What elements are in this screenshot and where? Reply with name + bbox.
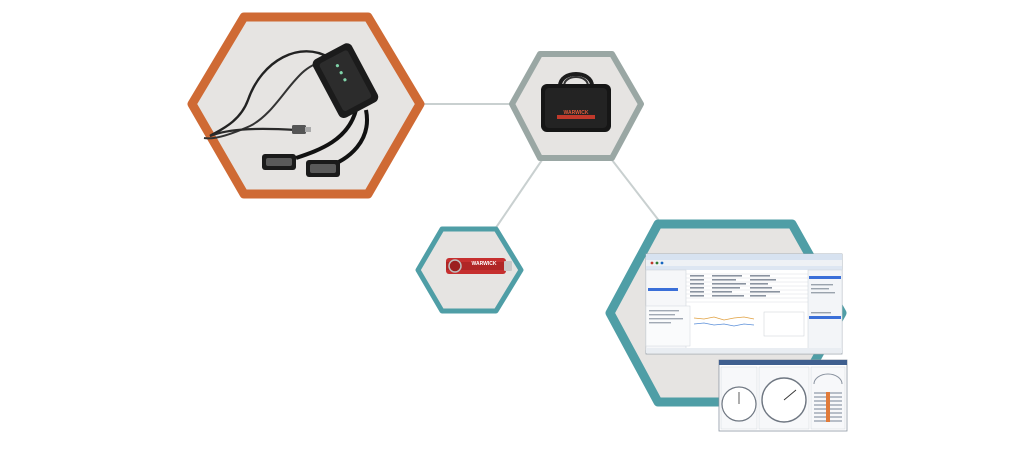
connector-bag-software [611,159,661,223]
drive-brand-label: WARWICK [472,261,497,267]
bag-brand-label: WARWICK [564,110,589,116]
connectors [420,103,661,233]
software-screenshot-icon [645,253,848,432]
usb-interface-cable-icon [203,43,379,177]
hexagon-interface-cable [187,12,425,199]
hexagon-carry-bag: WARWICK [509,51,644,161]
connector-bag-drive [492,159,543,233]
usb-flash-drive-icon: WARWICK [446,258,512,274]
software-main-window [645,253,843,355]
hexagon-usb-drive: WARWICK [415,226,524,314]
carry-bag-icon: WARWICK [541,72,611,132]
hexagon-software [605,219,848,432]
hexagon-frame [187,12,425,199]
software-dashboard-window [718,359,848,432]
